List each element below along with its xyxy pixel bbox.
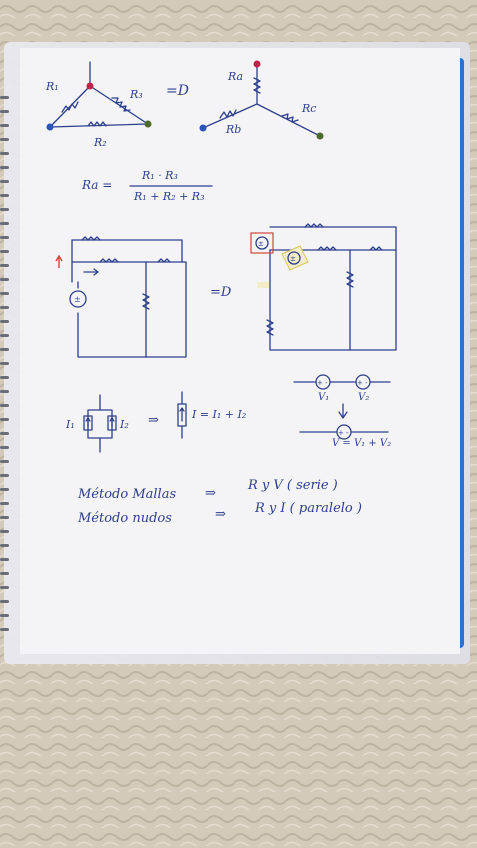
delta-node-left: [46, 123, 54, 131]
spiral-ring: [0, 278, 9, 281]
highlight-red-box: [250, 232, 274, 254]
method-mallas-name: Método Mallas: [77, 487, 176, 502]
voltage-result: V = V₁ + V₂: [332, 438, 391, 449]
spiral-ring: [0, 460, 9, 463]
polarity-v1: + -: [317, 379, 328, 387]
formula-numerator: R₁ · R₃: [141, 169, 178, 182]
spiral-ring: [0, 250, 9, 253]
star-node-top: [253, 60, 261, 68]
methods-list: Método Mallas ⇒ R y V ( serie ) Método n…: [77, 478, 362, 526]
voltage-sources-series: + - + - V₁ V₂ + - V = V₁ + V₂: [293, 374, 391, 449]
polarity-v: + -: [338, 429, 349, 437]
method-nudos-name: Método nudos: [77, 511, 172, 526]
spiral-ring: [0, 320, 9, 323]
spiral-ring: [0, 152, 9, 155]
highlight-yellow-mark: [257, 282, 269, 288]
spiral-ring: [0, 614, 9, 617]
spiral-ring: [0, 390, 9, 393]
spiral-ring: [0, 544, 9, 547]
star-node-right: [316, 132, 324, 140]
spiral-ring: [0, 124, 9, 127]
method-mallas-arrow: ⇒: [205, 486, 216, 501]
spiral-ring: [0, 138, 9, 141]
spiral-ring: [0, 110, 9, 113]
polarity-v2: + -: [357, 379, 368, 387]
spiral-ring: [0, 222, 9, 225]
spiral-ring: [0, 558, 9, 561]
star-network: Ra Rb Rc: [199, 60, 324, 140]
spiral-ring: [0, 362, 9, 365]
circuit-transformed: ± ±: [250, 223, 397, 351]
delta-star-equivalence: =D: [166, 83, 189, 99]
spiral-ring: [0, 334, 9, 337]
label-ra: Ra: [227, 70, 243, 83]
star-node-left: [199, 124, 207, 132]
label-rb: Rb: [225, 123, 241, 136]
spiral-ring: [0, 96, 9, 99]
label-i1: I₁: [65, 418, 75, 431]
spiral-ring: [0, 586, 9, 589]
spiral-ring: [0, 292, 9, 295]
formula-denominator: R₁ + R₂ + R₃: [133, 190, 205, 203]
label-r1: R₁: [45, 80, 59, 93]
spiral-ring: [0, 264, 9, 267]
label-v1: V₁: [318, 392, 329, 403]
label-rc: Rc: [301, 102, 316, 115]
label-r3: R₃: [129, 88, 143, 101]
source-polarity-3: ±: [290, 255, 296, 263]
current-sources-parallel: I₁ I₂ ⇒ I = I₁ + I₂: [65, 391, 246, 453]
spiral-ring: [0, 418, 9, 421]
spiral-ring: [0, 236, 9, 239]
spiral-ring: [0, 502, 9, 505]
delta-node-right: [144, 120, 152, 128]
method-mallas-rule: R y V ( serie ): [247, 478, 338, 493]
spiral-ring: [0, 376, 9, 379]
spiral-ring: [0, 488, 9, 491]
delta-node-top: [86, 82, 94, 90]
spiral-ring: [0, 306, 9, 309]
spiral-ring: [0, 166, 9, 169]
label-r2: R₂: [93, 136, 107, 149]
circuit-equivalence: =D: [210, 285, 232, 300]
spiral-ring: [0, 572, 9, 575]
spiral-binding: [0, 96, 9, 631]
star-formula: Ra = R₁ · R₃ R₁ + R₂ + R₃: [81, 169, 213, 203]
current-arrow: ⇒: [148, 413, 159, 428]
current-result: I = I₁ + I₂: [191, 408, 246, 421]
spiral-ring: [0, 474, 9, 477]
spiral-ring: [0, 194, 9, 197]
spiral-ring: [0, 208, 9, 211]
paper-sheet: [20, 48, 460, 654]
circuit-original: ±: [55, 236, 187, 358]
method-nudos-rule: R y I ( paralelo ): [254, 501, 362, 516]
spiral-ring: [0, 628, 9, 631]
method-nudos-arrow: ⇒: [215, 507, 226, 522]
source-polarity-2: ±: [258, 240, 264, 248]
source-polarity: ±: [74, 295, 81, 304]
spiral-ring: [0, 404, 9, 407]
spiral-ring: [0, 348, 9, 351]
spiral-ring: [0, 600, 9, 603]
label-v2: V₂: [358, 392, 369, 403]
spiral-ring: [0, 180, 9, 183]
formula-lhs: Ra =: [81, 178, 112, 192]
spiral-ring: [0, 530, 9, 533]
delta-network: R₁ R₃ R₂: [45, 61, 152, 149]
spiral-ring: [0, 516, 9, 519]
spiral-ring: [0, 432, 9, 435]
label-i2: I₂: [119, 418, 129, 431]
spiral-ring: [0, 446, 9, 449]
